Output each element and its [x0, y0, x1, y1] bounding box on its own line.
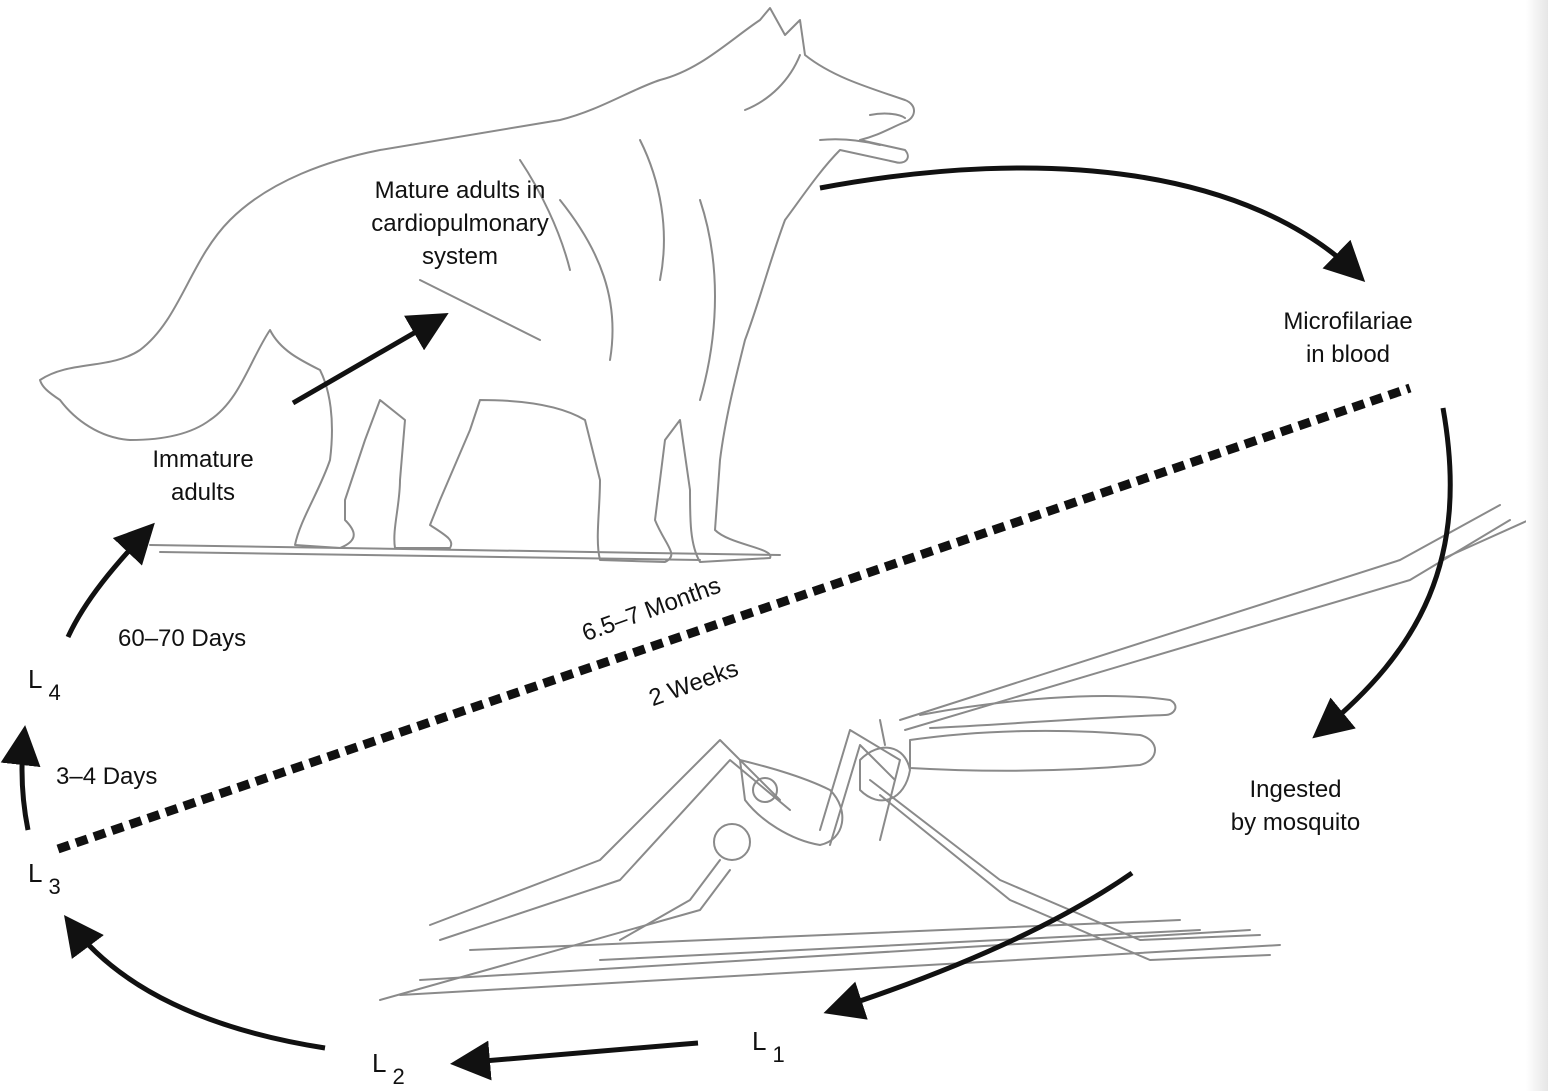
page-edge-shadow — [1526, 0, 1548, 1091]
duration-60-70-days: 60–70 Days — [118, 625, 246, 653]
cycle-arrows — [22, 168, 1450, 1063]
arrow-dog-to-microfilariae — [820, 168, 1358, 275]
arrow-immature-to-mature — [293, 318, 440, 403]
arrow-l4-to-immature — [68, 530, 148, 637]
arrow-l1-to-l2 — [460, 1043, 698, 1063]
immature-adults-label: Immature adults — [128, 443, 278, 509]
mature-adults-label: Mature adults in cardiopulmonary system — [340, 174, 580, 273]
arrow-l3-to-l4 — [22, 735, 28, 830]
mosquito-illustration — [380, 505, 1540, 1000]
microfilariae-label: Microfilariae in blood — [1268, 305, 1428, 371]
ingested-label: Ingested by mosquito — [1213, 773, 1378, 839]
arrow-l2-to-l3 — [70, 923, 325, 1048]
duration-3-4-days: 3–4 Days — [56, 763, 157, 791]
arrow-microfilariae-to-ingested — [1320, 408, 1450, 732]
